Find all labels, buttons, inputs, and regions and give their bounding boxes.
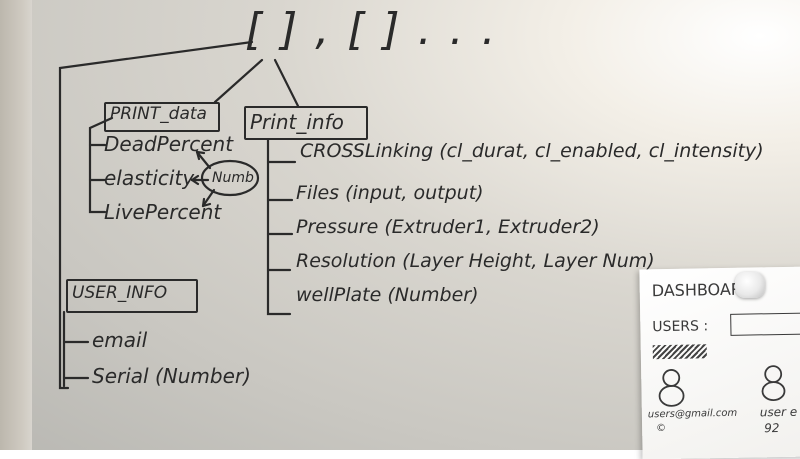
- dashboard-sketch-paper: DASHBOARD USERS : users@gmail.com © user…: [639, 266, 800, 459]
- user-info-title: USER_INFO: [72, 283, 168, 303]
- print-data-title: PRINT_data: [110, 104, 207, 124]
- dashboard-user2-name: user e: [759, 404, 798, 420]
- print-info-field-pressure: Pressure (Extruder1, Extruder2): [296, 216, 600, 238]
- print-info-box: [244, 106, 368, 140]
- print-info-field-crosslinking: CROSSLinking (cl_durat, cl_enabled, cl_i…: [300, 140, 764, 162]
- user-info-field-email: email: [92, 328, 148, 352]
- dashboard-user1-sub: ©: [656, 423, 667, 435]
- user-avatars: [658, 365, 786, 407]
- user-info-box: [66, 279, 198, 313]
- dashboard-user2-sub: 92: [764, 421, 780, 436]
- print-data-box: [104, 102, 220, 132]
- array-brackets: [ ] , [ ] . . .: [245, 4, 498, 55]
- user-info-field-serial: Serial (Number): [92, 364, 251, 388]
- whiteboard-magnet: [735, 272, 765, 298]
- numb-note: Numb: [212, 170, 254, 186]
- dashboard-user1-email: users@gmail.com: [647, 407, 738, 421]
- print-info-field-resolution: Resolution (Layer Height, Layer Num): [296, 250, 655, 272]
- print-info-title: Print_info: [250, 110, 344, 134]
- whiteboard-frame: [0, 0, 32, 450]
- print-info-field-wellplate: wellPlate (Number): [296, 284, 479, 306]
- print-data-field-live-percent: LivePercent: [104, 200, 222, 224]
- print-data-field-elasticity: elasticity: [104, 166, 195, 190]
- print-info-field-files: Files (input, output): [296, 182, 484, 204]
- print-data-field-dead-percent: DeadPercent: [104, 132, 234, 156]
